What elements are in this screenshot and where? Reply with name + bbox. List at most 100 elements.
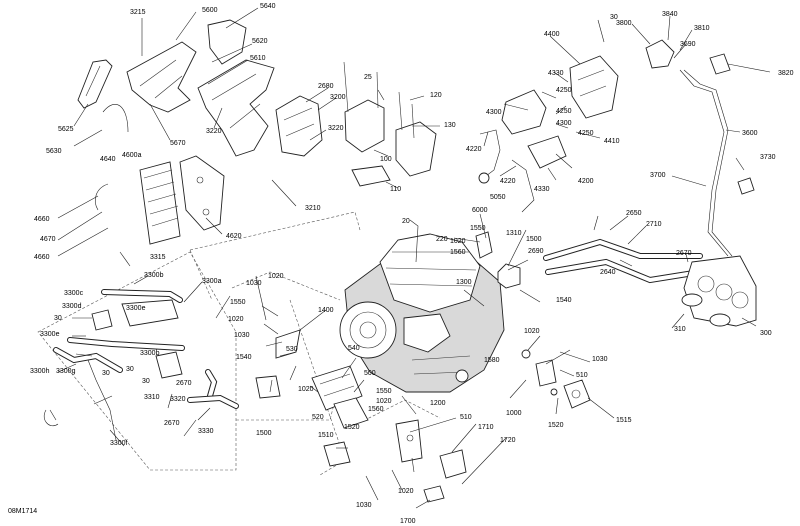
- callout-1020-a: 1020: [450, 238, 466, 245]
- callout-25: 25: [364, 74, 372, 81]
- callout-1550-b: 1550: [230, 299, 246, 306]
- callout-4670: 4670: [40, 236, 56, 243]
- callout-1520-b: 1520: [344, 424, 360, 431]
- callout-30-a: 30: [610, 14, 618, 21]
- engine-block: [339, 219, 505, 393]
- callout-3300b-a: 3300b: [144, 272, 164, 279]
- callout-3300e-b: 3300e: [40, 331, 60, 338]
- callout-1510: 1510: [318, 432, 334, 439]
- callout-4400: 4400: [544, 31, 560, 38]
- callout-2650: 2650: [626, 210, 642, 217]
- coolant-hoses: [497, 238, 703, 289]
- leader-lines: [49, 7, 771, 509]
- callout-5600: 5600: [202, 7, 218, 14]
- callout-2670-c: 2670: [164, 420, 180, 427]
- callout-310: 310: [674, 326, 686, 333]
- callout-3300b-b: 3300b: [140, 350, 160, 357]
- callout-2640: 2640: [600, 269, 616, 276]
- callout-1030-a: 1030: [246, 280, 262, 287]
- callout-1310: 1310: [506, 230, 522, 237]
- callout-3310: 3310: [144, 394, 160, 401]
- callout-3820: 3820: [778, 70, 794, 77]
- brackets-and-heads: [275, 61, 437, 187]
- callout-4220-a: 4220: [466, 146, 482, 153]
- callout-510-a: 510: [576, 372, 588, 379]
- callout-2710: 2710: [646, 221, 662, 228]
- callout-1020-d: 1020: [298, 386, 314, 393]
- callout-5620: 5620: [252, 38, 268, 45]
- callout-5625: 5625: [58, 126, 74, 133]
- callout-5610: 5610: [250, 55, 266, 62]
- callout-1400: 1400: [318, 307, 334, 314]
- callout-4640: 4640: [100, 156, 116, 163]
- callout-1020-b: 1020: [268, 273, 284, 280]
- callout-1030-d: 1030: [356, 502, 372, 509]
- callout-1020-g: 1020: [398, 488, 414, 495]
- figure-id: 08M1714: [8, 508, 38, 515]
- callout-4220-b: 4220: [500, 178, 516, 185]
- callout-3210: 3210: [305, 205, 321, 212]
- callout-1500-b: 1500: [256, 430, 272, 437]
- callout-3600: 3600: [742, 130, 758, 137]
- callout-3330: 3330: [198, 428, 214, 435]
- callout-4330-b: 4330: [534, 186, 550, 193]
- callout-6000: 6000: [472, 207, 488, 214]
- callout-3700: 3700: [650, 172, 666, 179]
- callout-3300d: 3300d: [62, 303, 82, 310]
- callout-3300a: 3300a: [202, 278, 222, 285]
- callout-3315: 3315: [150, 254, 166, 261]
- callout-1500-a: 1500: [526, 236, 542, 243]
- callout-3320: 3320: [170, 396, 186, 403]
- callout-3840: 3840: [662, 11, 678, 18]
- callout-220: 220: [436, 236, 448, 243]
- callout-1700: 1700: [400, 518, 416, 525]
- callout-1560-b: 1560: [368, 406, 384, 413]
- callout-1550-c: 1550: [376, 388, 392, 395]
- callout-1710: 1710: [478, 424, 494, 431]
- callout-1580: 1580: [484, 357, 500, 364]
- callout-5640: 5640: [260, 3, 276, 10]
- callout-3220-a: 3220: [206, 128, 222, 135]
- callout-1520-a: 1520: [548, 422, 564, 429]
- callout-4250-b: 4250: [556, 108, 572, 115]
- callout-3300e-a: 3300e: [126, 305, 146, 312]
- callout-20: 20: [402, 218, 410, 225]
- callout-4300-a: 4300: [486, 109, 502, 116]
- callout-1540-a: 1540: [556, 297, 572, 304]
- callout-510-b: 510: [460, 414, 472, 421]
- callout-110: 110: [390, 186, 402, 193]
- callout-4660-b: 4660: [34, 254, 50, 261]
- callout-4200: 4200: [578, 178, 594, 185]
- callout-130: 130: [444, 122, 456, 129]
- callout-3690: 3690: [680, 41, 696, 48]
- callout-3730: 3730: [760, 154, 776, 161]
- callout-3220-b: 3220: [328, 125, 344, 132]
- callout-120: 120: [430, 92, 442, 99]
- callout-4250-a: 4250: [556, 87, 572, 94]
- callout-3300g: 3300g: [56, 368, 76, 375]
- callout-540: 540: [348, 345, 360, 352]
- upper-right-components: [478, 39, 755, 257]
- callout-1000: 1000: [506, 410, 522, 417]
- callout-4600a: 4600a: [122, 152, 142, 159]
- callout-500: 500: [364, 370, 376, 377]
- callout-30-d: 30: [142, 378, 150, 385]
- callout-520: 520: [312, 414, 324, 421]
- callout-4660-a: 4660: [34, 216, 50, 223]
- callout-100: 100: [380, 156, 392, 163]
- callout-4300-b: 4300: [556, 120, 572, 127]
- callout-1540-b: 1540: [236, 354, 252, 361]
- callout-3300h: 3300h: [30, 368, 50, 375]
- callout-3300f: 3300f: [110, 440, 128, 447]
- ecm-module: [95, 155, 225, 245]
- right-lower-components: [521, 349, 591, 409]
- callout-1720: 1720: [500, 437, 516, 444]
- callout-3800: 3800: [616, 20, 632, 27]
- callout-1515: 1515: [616, 417, 632, 424]
- callout-3215: 3215: [130, 9, 146, 16]
- callout-1020-f: 1020: [376, 398, 392, 405]
- callout-3300c-a: 3300c: [64, 290, 84, 297]
- callout-3200: 3200: [330, 94, 346, 101]
